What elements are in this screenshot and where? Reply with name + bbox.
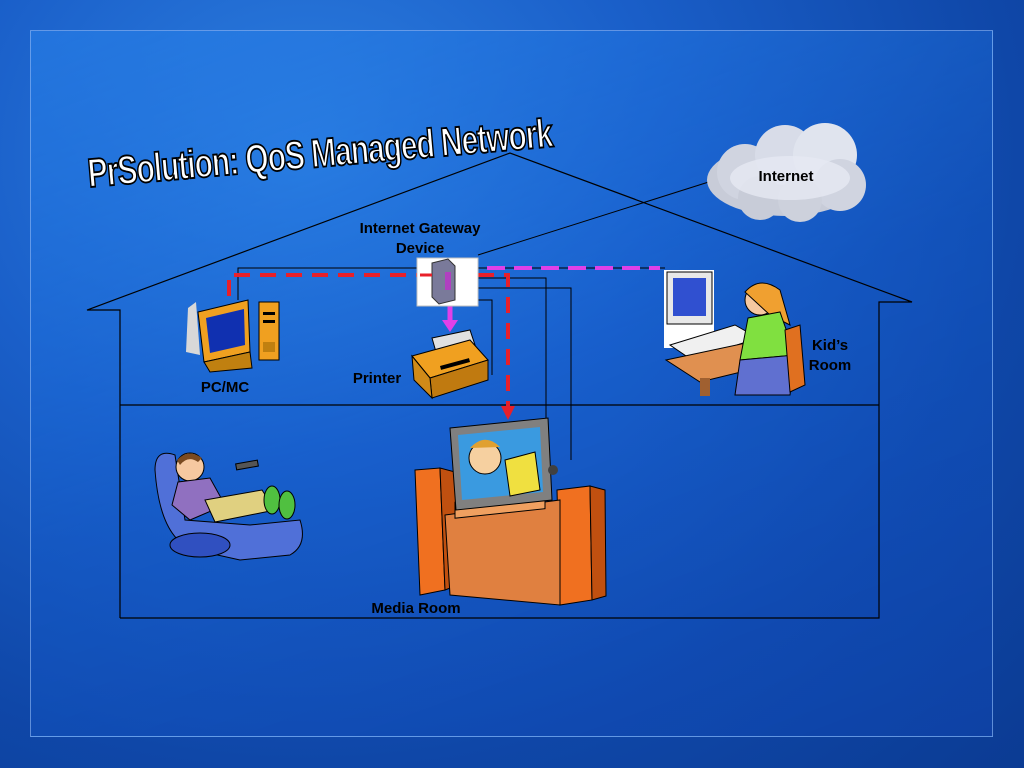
house-outline [86, 152, 913, 619]
pc-computer-icon [186, 299, 280, 373]
qos-arrowhead [501, 406, 515, 420]
kids-room-label: Kid’s Room [795, 336, 865, 376]
internet-link [477, 179, 716, 256]
kids-room-label-line1: Kid’s [811, 337, 849, 354]
kids-room-computer-icon [664, 270, 806, 396]
man-in-recliner-icon [154, 452, 303, 561]
internet-cloud-icon [707, 123, 866, 222]
gateway-device-icon [416, 257, 479, 307]
pc-label: PC/MC [200, 379, 250, 396]
gateway-label-line1: Internet Gateway [359, 220, 481, 237]
gateway-label-line2: Device [395, 240, 445, 257]
internet-label: Internet [758, 168, 814, 185]
printer-icon [411, 329, 489, 400]
qos-link [227, 273, 510, 408]
kids-room-label-line2: Room [808, 357, 852, 374]
printer-label: Printer [352, 370, 402, 387]
media-room-label: Media Room [371, 600, 461, 617]
media-center-icon [414, 417, 607, 606]
gateway-label: Internet Gateway Device [340, 219, 500, 259]
printer-arrowhead [442, 320, 458, 332]
